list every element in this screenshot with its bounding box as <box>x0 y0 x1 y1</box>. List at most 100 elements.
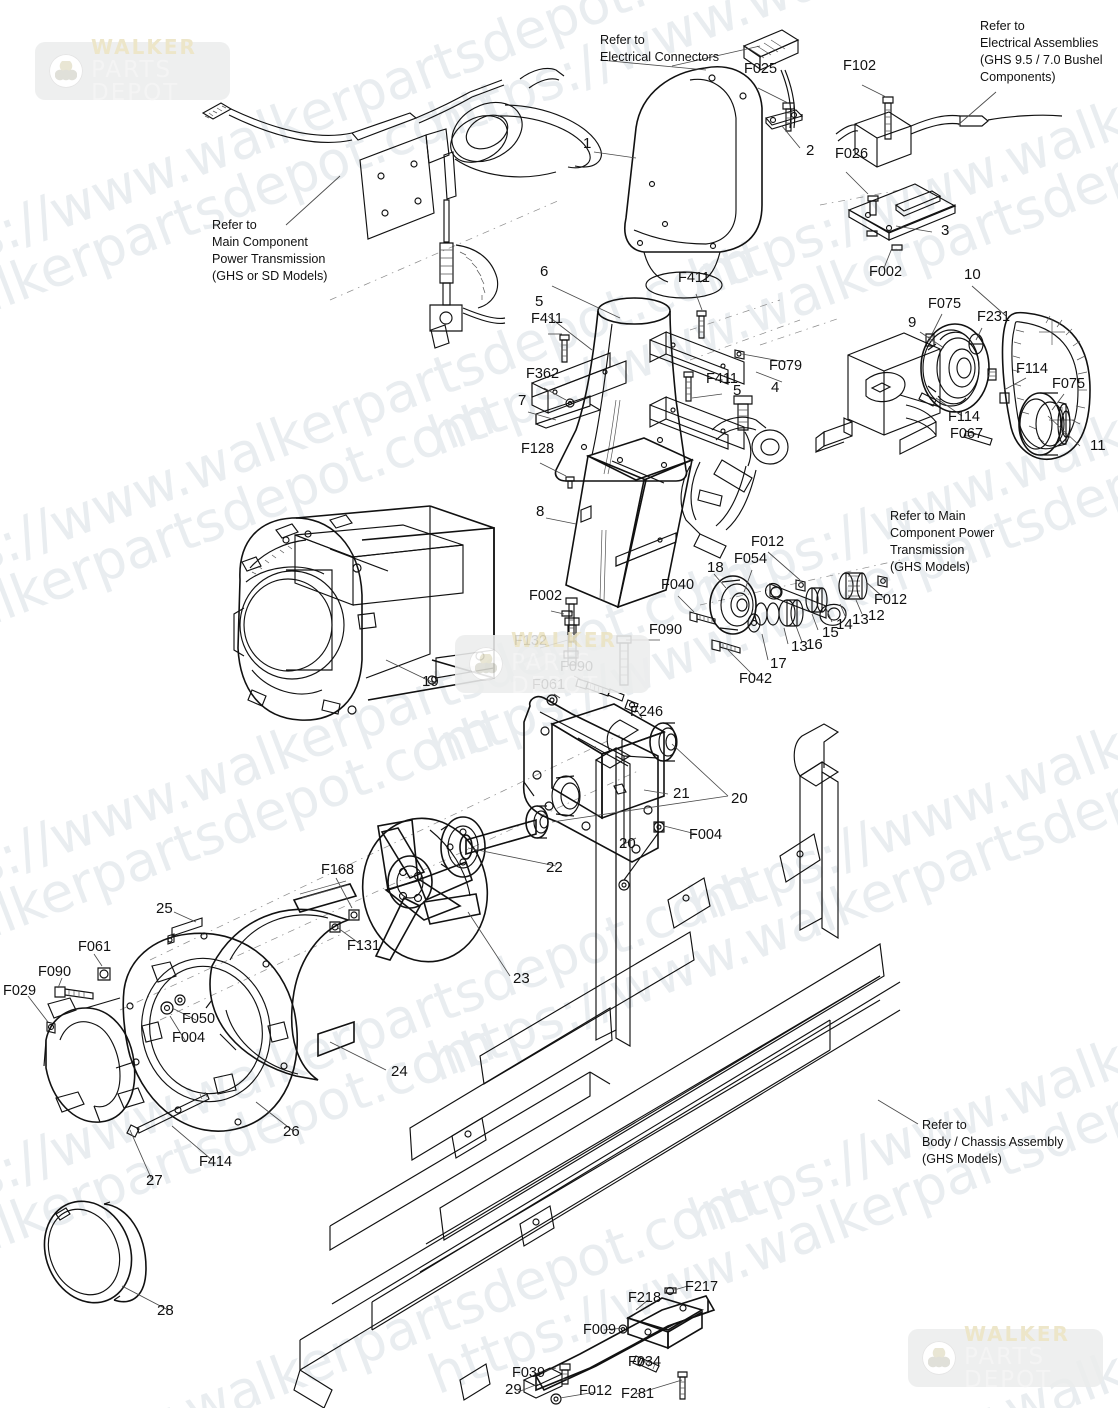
part-label-F067-26: F067 <box>950 426 983 442</box>
note-electrical-assemblies-line-1: Refer to <box>980 19 1025 33</box>
item-number-20-21: 20 <box>731 790 748 807</box>
part-label-F042-17: F042 <box>739 671 772 687</box>
part-label-F004-27: F004 <box>689 827 722 843</box>
part-23-impeller <box>361 817 489 963</box>
part-24-fan-shroud <box>205 880 358 1081</box>
note-main-component-power-transmission-ghs-sd-line-2: Main Component <box>212 235 308 249</box>
part-label-F114-23: F114 <box>1016 361 1048 377</box>
part-8-lower-chute <box>565 437 695 609</box>
logo-line-2: PARTS DEPOT <box>91 57 180 106</box>
part-label-F012-41: F012 <box>579 1383 612 1399</box>
part-label-F050-33: F050 <box>182 1011 215 1027</box>
item-number-11-11: 11 <box>1090 437 1106 454</box>
part-26-housing-plate <box>117 932 298 1132</box>
item-number-24-26: 24 <box>391 1063 408 1080</box>
item-number-25-27: 25 <box>156 900 173 917</box>
logo-line-1: WALKER <box>511 628 617 652</box>
item-number-28-30: 28 <box>157 1302 174 1319</box>
part-label-F128-9: F128 <box>521 441 554 457</box>
part-label-F040-16: F040 <box>661 577 694 593</box>
part-label-F025-0: F025 <box>744 61 777 77</box>
fastener-F362 <box>565 398 575 408</box>
logo-badge-bottom-right: WALKER PARTS DEPOT <box>908 1324 1103 1392</box>
leader-lines <box>27 45 1081 1399</box>
item-number-17-18: 17 <box>770 655 787 672</box>
fasteners-F411 <box>559 310 707 402</box>
item-number-22-24: 22 <box>546 859 563 876</box>
item-number-19-20: 19 <box>422 673 439 690</box>
part-1-chute-cover <box>624 66 763 299</box>
note-main-component-power-transmission-ghs-sd-line-1: Refer to <box>212 218 257 232</box>
item-number-26-28: 26 <box>283 1123 300 1140</box>
part-3-bracket <box>847 183 957 251</box>
item-number-12-12: 12 <box>868 607 885 624</box>
note-main-component-power-transmission-ghs-sd-line-4: (GHS or SD Models) <box>212 269 327 283</box>
fastener-F026 <box>867 195 879 216</box>
note-electrical-connectors-line-1: Refer to <box>600 33 645 47</box>
part-label-F002-10: F002 <box>529 588 562 604</box>
part-label-F414-35: F414 <box>199 1154 232 1170</box>
item-number-16-17: 16 <box>806 636 823 653</box>
part-label-F246-15: F246 <box>630 704 663 720</box>
fastener-F128 <box>565 476 575 489</box>
part-label-F029-32: F029 <box>3 983 36 999</box>
walker-logo-icon <box>49 54 83 88</box>
part-label-F026-2: F026 <box>835 146 868 162</box>
fasteners-lower-group <box>550 1286 688 1405</box>
part-label-F102-1: F102 <box>843 58 876 74</box>
item-number-15-16: 15 <box>822 624 839 641</box>
part-28-ring <box>43 1200 147 1304</box>
item-number-27-29: 27 <box>146 1172 163 1189</box>
part-9-pulley <box>920 323 990 413</box>
note-main-component-power-transmission-ghs-sd-line-3: Power Transmission <box>212 252 325 266</box>
part-2-link <box>764 109 804 130</box>
item-number-5-4: 5 <box>535 293 543 310</box>
fastener-F102 <box>882 96 894 140</box>
item-number-8-8: 8 <box>536 503 544 520</box>
part-label-F054-18: F054 <box>734 551 767 567</box>
item-number-23-25: 23 <box>513 970 530 987</box>
item-number-18-19: 18 <box>707 559 724 576</box>
note-electrical-assemblies-line-2: Electrical Assemblies <box>980 36 1098 50</box>
part-label-F034-40: F034 <box>628 1354 661 1370</box>
item-number-4-3: 4 <box>771 379 779 396</box>
part-label-F009-38: F009 <box>583 1322 616 1338</box>
part-label-F075-24: F075 <box>1052 376 1085 392</box>
part-label-F168-28: F168 <box>321 862 354 878</box>
note-body-chassis-assembly-line-1: Refer to <box>922 1118 967 1132</box>
part-label-F002-3: F002 <box>869 264 902 280</box>
part-label-F114-25: F114 <box>948 409 980 425</box>
part-label-F012-19: F012 <box>751 534 784 550</box>
item-number-6-6: 6 <box>540 263 548 280</box>
part-6-upper-chute <box>554 297 688 482</box>
note-main-component-power-transmission-ghs-line-1: Refer to Main <box>890 509 966 523</box>
part-label-F090-14: F090 <box>649 622 682 638</box>
fastener-F414 <box>126 1091 210 1138</box>
logo-line-1: WALKER <box>964 1322 1070 1346</box>
note-main-component-power-transmission-ghs-line-3: Transmission <box>890 543 964 557</box>
part-label-F004-34: F004 <box>172 1030 205 1046</box>
part-7-trim-strip <box>535 395 602 429</box>
walker-logo-icon <box>469 647 503 681</box>
logo-line-1: WALKER <box>91 35 197 59</box>
idler-linkage-assembly <box>680 395 789 559</box>
note-body-chassis-assembly-line-3: (GHS Models) <box>922 1152 1002 1166</box>
part-label-F217-37: F217 <box>685 1279 718 1295</box>
fasteners-left-group <box>46 967 111 1034</box>
part-label-F281-42: F281 <box>621 1386 654 1402</box>
item-number-20-22: 20 <box>619 835 636 852</box>
item-number-13-14: 13 <box>791 638 808 655</box>
item-number-21-23: 21 <box>673 785 690 802</box>
electrical-module <box>835 111 1063 168</box>
part-19-blower-housing <box>233 505 495 721</box>
part-22-fan-shaft <box>440 816 537 878</box>
logo-badge-top-left: WALKER PARTS DEPOT <box>35 37 230 105</box>
logo-line-2: PARTS DEPOT <box>964 1344 1053 1393</box>
